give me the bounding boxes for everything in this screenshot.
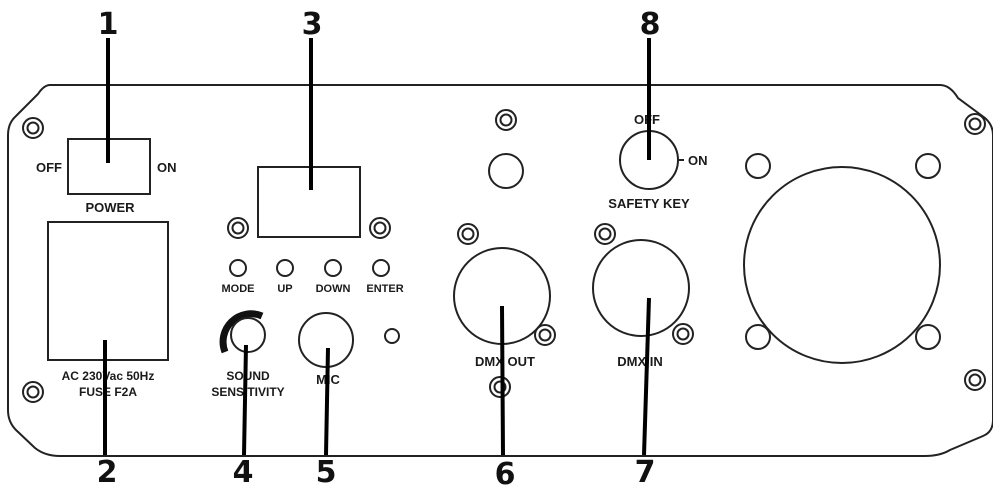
callout-number-1: 1	[98, 7, 119, 42]
dmx-out-screw-bottom	[534, 324, 556, 346]
callout-line-6	[500, 305, 505, 456]
display-screw-left	[227, 217, 249, 239]
power-inlet	[47, 221, 169, 361]
enter-button[interactable]	[372, 259, 390, 277]
sound-label: SOUND	[226, 369, 270, 383]
callout-line-7	[642, 297, 651, 456]
large-connector-hole-tl	[745, 153, 771, 179]
sensitivity-label: SENSITIVITY	[211, 385, 284, 399]
dmx-out-screw-top	[457, 223, 479, 245]
callout-line-5	[324, 347, 330, 456]
dmx-in-screw-top	[594, 223, 616, 245]
safety-key-label: SAFETY KEY	[608, 196, 690, 211]
callout-number-6: 6	[495, 457, 516, 487]
callout-line-4	[242, 344, 248, 456]
mode-label: MODE	[222, 283, 255, 295]
up-button[interactable]	[276, 259, 294, 277]
up-label: UP	[277, 283, 292, 295]
indicator-hole	[384, 328, 400, 344]
sensitivity-arc	[219, 310, 264, 354]
power-label: POWER	[85, 200, 135, 215]
fuse-rating-label: AC 230Vac 50Hz	[62, 369, 155, 383]
fuse-type-label: FUSE F2A	[79, 385, 137, 399]
enter-label: ENTER	[366, 283, 403, 295]
mode-button[interactable]	[229, 259, 247, 277]
large-connector-hole-br	[915, 324, 941, 350]
top-middle-hole	[488, 153, 524, 189]
callout-number-5: 5	[316, 455, 337, 487]
callout-number-2: 2	[97, 455, 118, 487]
large-connector-hole-bl	[745, 324, 771, 350]
corner-screw-bottom-right	[964, 369, 986, 391]
down-label: DOWN	[316, 283, 351, 295]
large-connector-hole-tr	[915, 153, 941, 179]
corner-screw-bottom-left	[22, 381, 44, 403]
callout-number-4: 4	[233, 455, 254, 487]
sound-sensitivity-knob[interactable]	[230, 317, 266, 353]
large-round-connector	[743, 166, 941, 364]
top-middle-screw	[495, 109, 517, 131]
down-button[interactable]	[324, 259, 342, 277]
corner-screw-top-right	[964, 113, 986, 135]
bottom-middle-screw	[489, 376, 511, 398]
safety-key-on-label: ON	[688, 153, 708, 168]
dmx-in-screw-bottom	[672, 323, 694, 345]
corner-screw-top-left	[22, 117, 44, 139]
display-screw-right	[369, 217, 391, 239]
dmx-in-label: DMX IN	[617, 354, 663, 369]
callout-number-8: 8	[640, 7, 661, 42]
power-off-label: OFF	[36, 160, 62, 175]
callout-number-7: 7	[635, 455, 656, 487]
dmx-in-connector[interactable]	[592, 239, 690, 337]
callout-number-3: 3	[302, 7, 323, 42]
dmx-out-label: DMX OUT	[475, 354, 535, 369]
power-on-label: ON	[157, 160, 177, 175]
